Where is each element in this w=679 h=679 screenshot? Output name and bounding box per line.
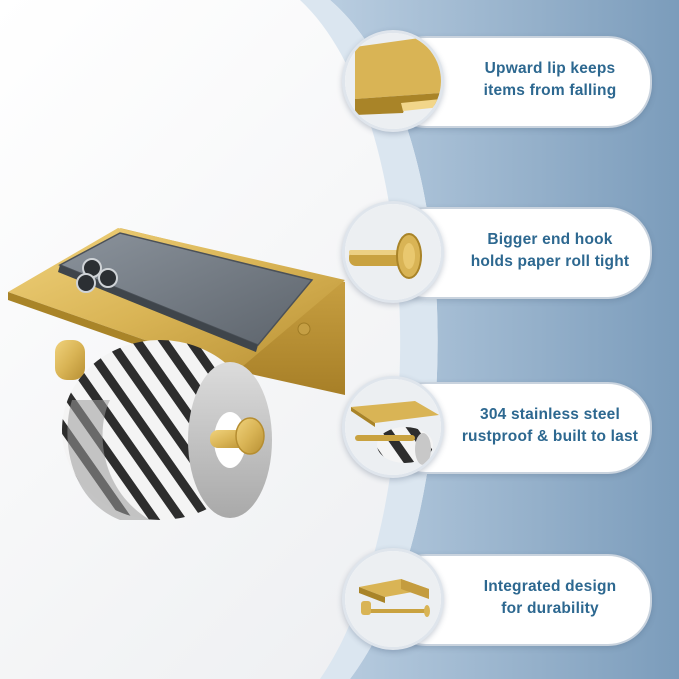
feature-text: 304 stainless steel rustproof & built to… bbox=[454, 376, 646, 476]
feature-card: 304 stainless steel rustproof & built to… bbox=[342, 376, 652, 478]
feature-line2: holds paper roll tight bbox=[470, 253, 630, 270]
feature-text: Bigger end hook holds paper roll tight bbox=[454, 201, 646, 301]
holder-product-icon bbox=[342, 548, 444, 650]
feature-line1: Upward lip keeps bbox=[484, 60, 616, 77]
feature-card: Bigger end hook holds paper roll tight bbox=[342, 201, 652, 303]
shelf-lip-closeup-icon bbox=[342, 30, 444, 132]
feature-text: Integrated design for durability bbox=[454, 548, 646, 648]
feature-line2: rustproof & built to last bbox=[461, 428, 639, 445]
feature-line1: Integrated design bbox=[483, 578, 617, 595]
feature-line1: Bigger end hook bbox=[487, 231, 613, 248]
feature-line2: for durability bbox=[501, 600, 599, 617]
main-product-illustration bbox=[8, 228, 345, 520]
feature-line2: items from falling bbox=[483, 82, 617, 99]
feature-line1: 304 stainless steel bbox=[480, 406, 620, 423]
end-hook-closeup-icon bbox=[342, 201, 444, 303]
feature-text: Upward lip keeps items from falling bbox=[454, 30, 646, 130]
feature-card: Integrated design for durability bbox=[342, 548, 652, 650]
holder-with-roll-icon bbox=[342, 376, 444, 478]
feature-card: Upward lip keeps items from falling bbox=[342, 30, 652, 132]
